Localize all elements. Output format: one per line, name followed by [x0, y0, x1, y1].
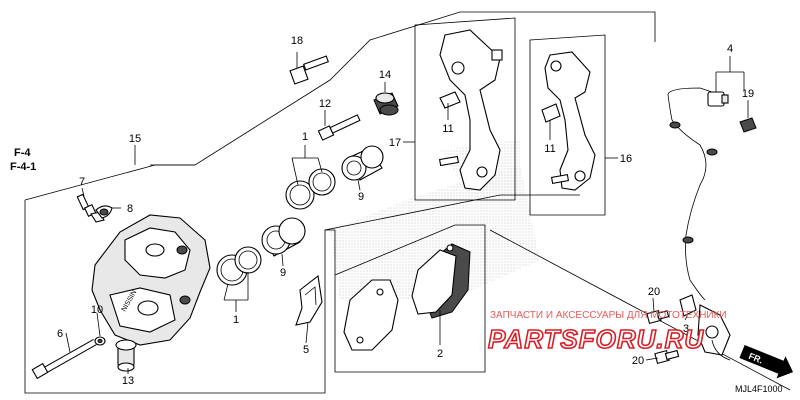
callout-20-lower: 20	[632, 355, 644, 367]
harness-clamp	[679, 294, 697, 317]
callout-15: 15	[129, 133, 141, 145]
callout-5: 5	[303, 344, 309, 356]
callout-11-right: 11	[544, 143, 555, 155]
bleed-screw	[76, 193, 105, 223]
brake-pad-outer	[343, 279, 399, 351]
callout-13: 13	[122, 375, 134, 387]
front-direction-arrow: FR.	[739, 345, 794, 379]
callout-9-lower: 9	[280, 267, 286, 279]
callout-20-upper: 20	[648, 286, 660, 298]
callout-2: 2	[437, 348, 443, 360]
sensor-bolt-upper	[646, 309, 670, 325]
pin-boot	[373, 92, 399, 116]
callout-1-lower: 1	[233, 314, 239, 326]
callout-16: 16	[620, 153, 632, 165]
piston-seals-upper	[285, 168, 336, 210]
caliper-bracket-16	[544, 51, 596, 191]
callout-12: 12	[319, 98, 331, 110]
assembly-outline	[24, 11, 791, 394]
watermark-tagline: ЗАПЧАСТИ И АКСЕССУАРЫ ДЛЯ МОТОТЕХНИКИ	[490, 310, 727, 321]
slide-bolt	[317, 114, 361, 141]
callout-19: 19	[742, 88, 754, 100]
callout-6: 6	[57, 328, 63, 340]
section-ref-f4-1: F-4-1	[10, 161, 36, 173]
sensor-clip	[739, 117, 757, 133]
callout-9-upper: 9	[358, 191, 364, 203]
watermark-logo: PARTSFORU.RU	[488, 324, 704, 354]
pin-plug	[94, 336, 106, 346]
callout-11-left: 11	[442, 123, 453, 135]
piston-seals-lower	[216, 246, 262, 286]
callout-14: 14	[379, 69, 391, 81]
section-ref-f4: F-4	[14, 147, 31, 159]
wheel-speed-sensor	[667, 87, 731, 361]
pad-spring	[295, 274, 323, 326]
caliper-body: NISSIN	[91, 214, 211, 346]
pad-pin	[31, 338, 97, 380]
bleed-cap	[95, 205, 113, 219]
pad-retainer-clip-a	[439, 91, 461, 109]
caliper-bracket-17	[438, 29, 503, 191]
mount-bolt	[289, 55, 330, 85]
diagram-code: MJL4F1000	[735, 384, 783, 394]
callout-18: 18	[291, 35, 303, 47]
brake-pad-inner	[411, 243, 471, 319]
leader-lines	[65, 52, 749, 374]
callout-7: 7	[79, 176, 85, 188]
piston-upper	[341, 145, 384, 181]
slide-pin	[115, 339, 137, 372]
callout-3: 3	[683, 323, 689, 335]
callout-17: 17	[389, 137, 401, 149]
callout-4: 4	[727, 43, 733, 55]
callout-8: 8	[127, 203, 133, 215]
pad-retainer-clip-b	[541, 103, 561, 123]
callout-10: 10	[91, 304, 103, 316]
watermark: ЗАПЧАСТИ И АКСЕССУАРЫ ДЛЯ МОТОТЕХНИКИ PA…	[487, 310, 727, 355]
piston-lower	[261, 217, 306, 257]
callout-1-upper: 1	[302, 131, 308, 143]
sensor-bolt-lower	[654, 349, 680, 365]
